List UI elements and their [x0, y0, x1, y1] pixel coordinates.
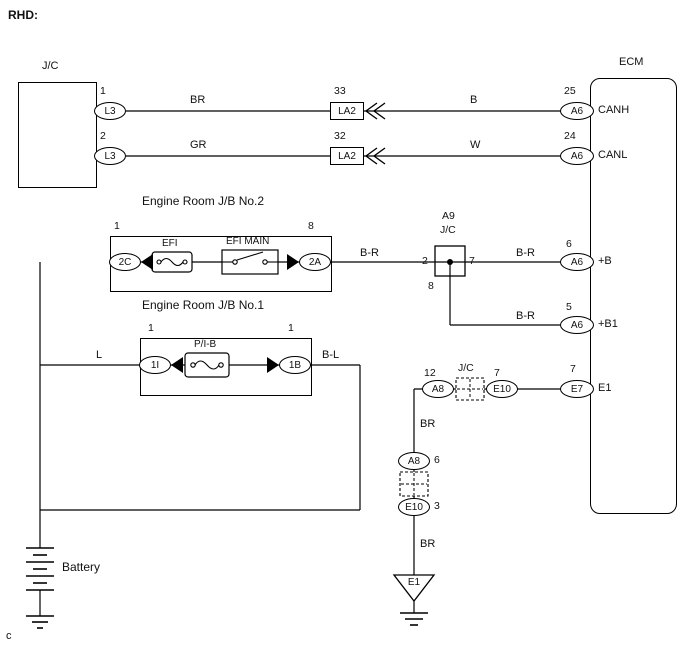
connector-a6-plusb1: A6	[560, 316, 594, 334]
pin-number-l3-1: 1	[100, 85, 106, 97]
ground-icon-battery	[26, 615, 54, 629]
chevron-icon-canl-2	[372, 147, 386, 165]
ecm-terminal-canl: CANL	[598, 149, 628, 161]
wire-label-b: B	[470, 94, 478, 106]
pin-number-a9-2: 2	[422, 255, 428, 267]
relay-label-efi-main: EFI MAIN	[226, 236, 270, 247]
wire-label-w: W	[470, 139, 481, 151]
fuse-icon-efi	[151, 251, 193, 273]
pin-number-ecm-5: 5	[566, 301, 572, 313]
wire-label-bl: B-L	[322, 349, 340, 361]
connector-la2-canh: LA2	[330, 102, 364, 120]
connector-2a: 2A	[299, 253, 331, 271]
pin-number-la2-32: 32	[334, 130, 346, 142]
chevron-icon-canl	[364, 147, 378, 165]
arrow-icon-1b	[267, 357, 279, 373]
ecm-terminal-plusb1: +B1	[598, 318, 618, 330]
pin-number-2a: 8	[308, 220, 314, 232]
pin-number-2c: 1	[114, 220, 120, 232]
arrow-icon-1i	[171, 357, 183, 373]
arrow-icon-2a	[287, 254, 299, 270]
jc-dashed-connector-lower	[399, 471, 429, 497]
connector-la2-canl: LA2	[330, 147, 364, 165]
wire-label-br-a9-ecm: B-R	[516, 247, 535, 259]
junction-connector-box	[18, 82, 97, 188]
connector-2c: 2C	[109, 253, 141, 271]
corner-note: c	[6, 630, 12, 642]
connector-1b: 1B	[279, 356, 311, 374]
wire-label-br-b1: B-R	[516, 310, 535, 322]
pin-number-1i: 1	[148, 322, 154, 334]
wire-label-br: BR	[190, 94, 206, 106]
ecm-box	[590, 78, 677, 514]
a9-kind: J/C	[440, 224, 456, 236]
pin-number-la2-33: 33	[334, 85, 346, 97]
connector-e10-top: E10	[486, 380, 518, 398]
connector-e10-lower: E10	[398, 498, 430, 516]
chevron-icon-canh	[364, 102, 378, 120]
page-header: RHD:	[8, 8, 38, 22]
wire-label-br-jb2-a9: B-R	[360, 247, 379, 259]
pin-number-ecm-25: 25	[564, 85, 576, 97]
connector-a8-lower: A8	[398, 452, 430, 470]
pin-number-l3-2: 2	[100, 130, 106, 142]
pin-number-a9-7: 7	[469, 255, 475, 267]
chevron-icon-canh-2	[372, 102, 386, 120]
battery-label: Battery	[62, 560, 101, 574]
jb1-caption: Engine Room J/B No.1	[142, 298, 265, 312]
connector-l3-2: L3	[94, 147, 126, 165]
wire-label-gr: GR	[190, 139, 207, 151]
wire-label-l: L	[96, 349, 103, 361]
relay-icon-efi-main	[221, 249, 279, 275]
pin-number-ecm-6: 6	[566, 238, 572, 250]
connector-a8-top: A8	[422, 380, 454, 398]
ecm-terminal-e1: E1	[598, 382, 612, 394]
chevron-icons	[364, 102, 386, 165]
connector-1i: 1I	[139, 356, 171, 374]
a9-name: A9	[442, 210, 455, 222]
pin-number-a8-12: 12	[424, 367, 436, 379]
wire-label-br-down1: BR	[420, 418, 436, 430]
connector-a6-plusb: A6	[560, 253, 594, 271]
connector-a6-canl: A6	[560, 147, 594, 165]
jc-mid-title: J/C	[458, 362, 474, 374]
pin-number-e7-7: 7	[570, 363, 576, 375]
battery-icon	[26, 547, 54, 591]
wire-label-br-down2: BR	[420, 538, 436, 550]
ground-point-triangle	[392, 574, 436, 603]
jb2-caption: Engine Room J/B No.2	[142, 194, 265, 208]
a9-junction-box	[434, 245, 466, 277]
pin-number-e10-3: 3	[434, 500, 440, 512]
ground-point-label-e1: E1	[407, 577, 421, 588]
ground-icon-e1	[400, 612, 428, 626]
jc-left-title: J/C	[42, 60, 59, 72]
connector-a6-canh: A6	[560, 102, 594, 120]
pin-number-ecm-24: 24	[564, 130, 576, 142]
fuse-label-efi: EFI	[162, 238, 178, 249]
ecm-terminal-plusb: +B	[598, 255, 612, 267]
pin-number-a8-6: 6	[434, 454, 440, 466]
jc-dashed-connector-top	[455, 377, 485, 401]
pin-number-a9-8: 8	[428, 280, 434, 292]
connector-l3-1: L3	[94, 102, 126, 120]
connector-e7: E7	[560, 380, 594, 398]
ecm-terminal-canh: CANH	[598, 104, 630, 116]
ecm-title: ECM	[619, 56, 644, 68]
fusible-link-icon-pib	[184, 352, 230, 378]
pin-number-1b: 1	[288, 322, 294, 334]
fusible-link-label-pib: P/I-B	[194, 339, 217, 350]
connector-arrows	[141, 254, 299, 373]
pin-number-e10-7: 7	[494, 367, 500, 379]
arrow-icon-2c	[141, 254, 153, 270]
